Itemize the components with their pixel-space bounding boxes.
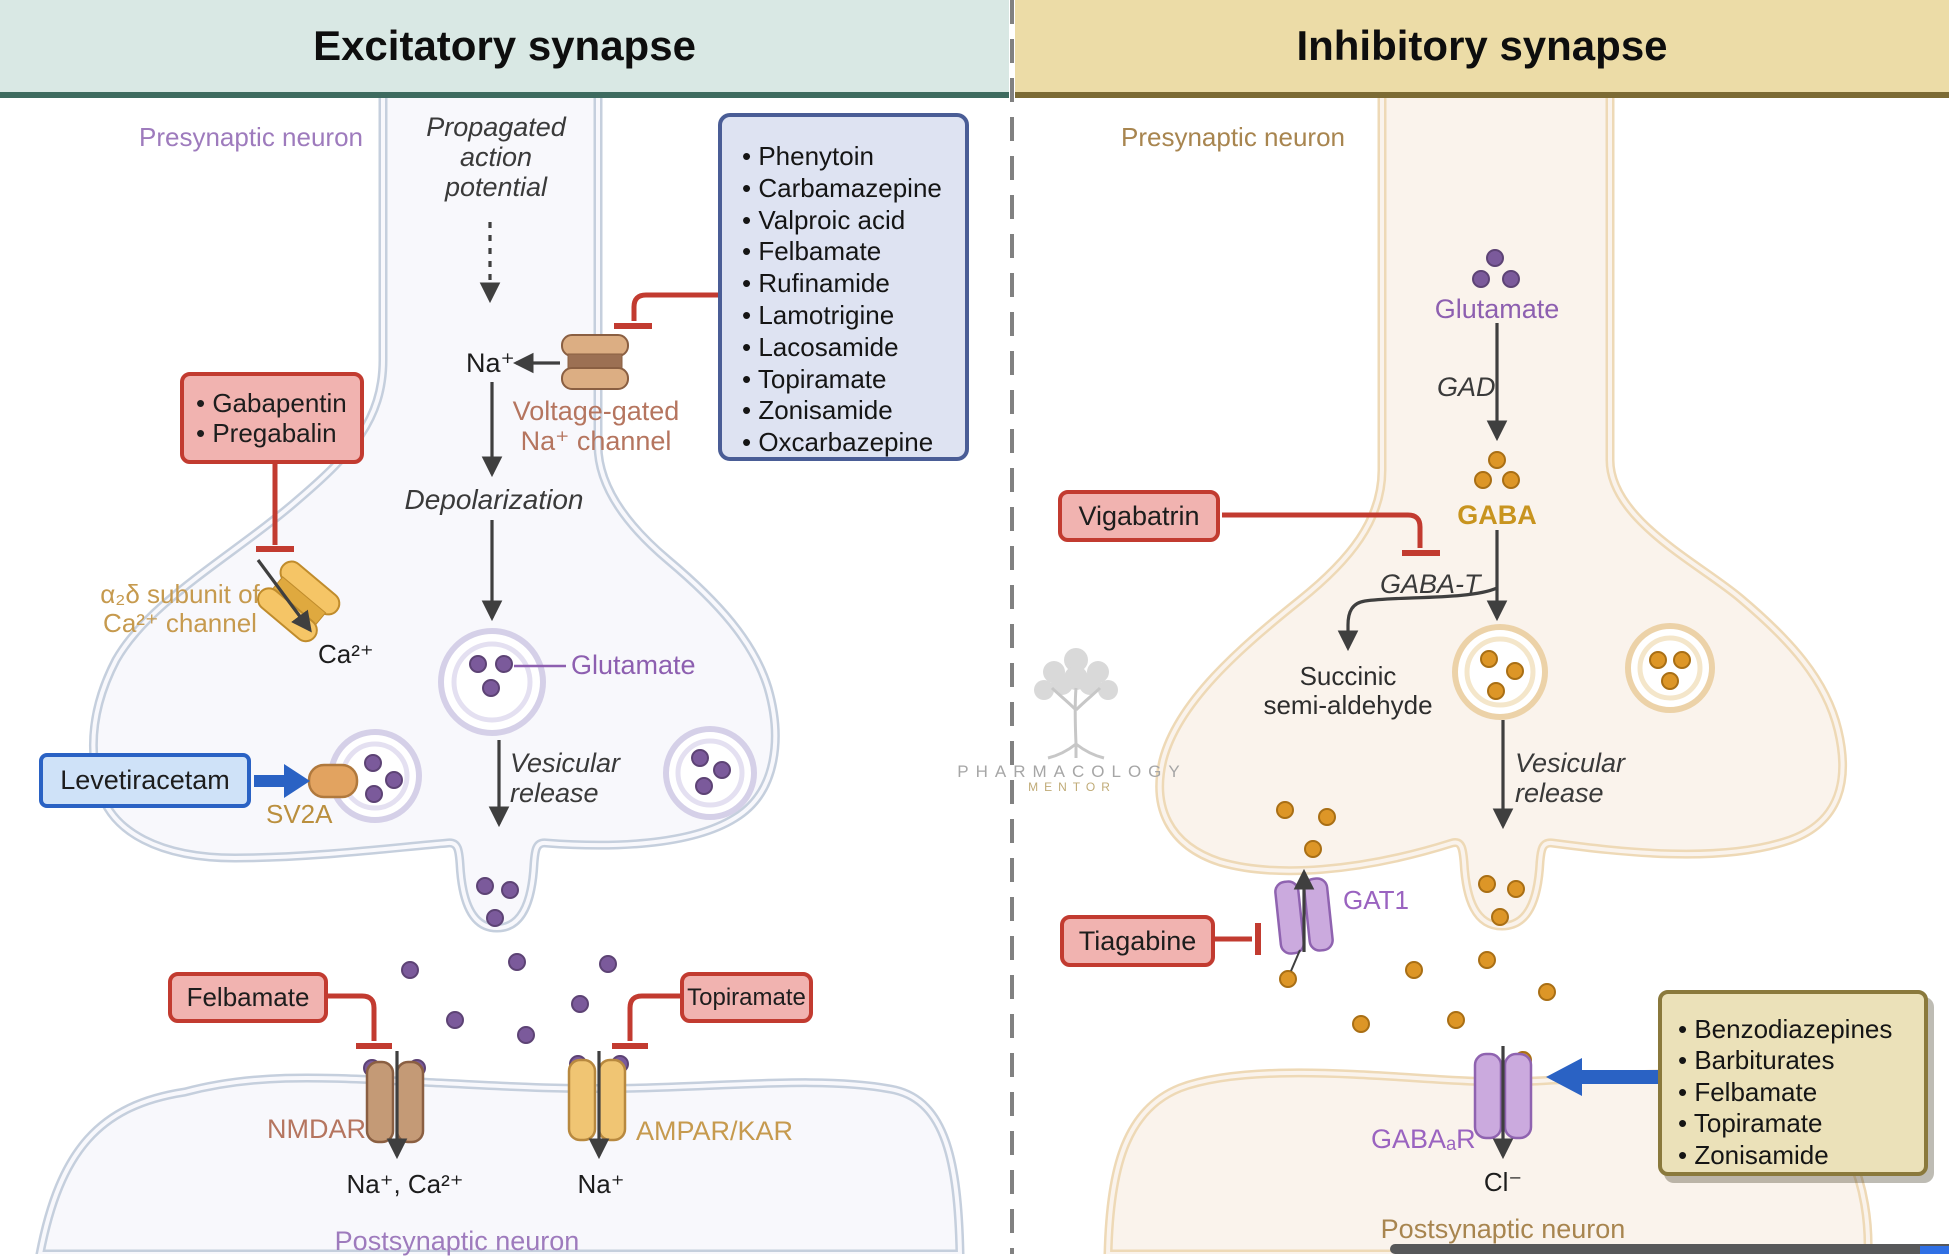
inhibitory-header: Inhibitory synapse (1015, 0, 1949, 98)
left-arrows (256, 222, 610, 1160)
right-inhibition-connectors (1215, 512, 1440, 955)
left-postsynaptic-label: Postsynaptic neuron (334, 1226, 580, 1256)
list-item: Felbamate (742, 236, 965, 268)
inhibitory-title: Inhibitory synapse (1296, 22, 1668, 69)
sv2a-icon (307, 763, 359, 799)
gabaa-enhancer-arrow (1546, 1058, 1658, 1096)
list-item: Rufinamide (742, 268, 965, 300)
ampar-kar-icon (567, 1058, 627, 1142)
list-item: Topiramate (742, 364, 965, 396)
left-vesicular-release-label: Vesicular release (510, 748, 621, 809)
list-item: Gabapentin (196, 388, 346, 418)
nmdar-label: NMDAR (267, 1114, 366, 1144)
gad-label: GAD (1437, 372, 1496, 402)
succinic-label: Succinic semi-aldehyde (1263, 661, 1433, 721)
list-item: Pregabalin (196, 418, 336, 448)
levetiracetam-arrow (254, 764, 310, 798)
tiagabine-box: Tiagabine (1060, 915, 1215, 967)
glutamate-vesicle-right (663, 726, 757, 820)
vigabatrin-box: Vigabatrin (1058, 490, 1220, 542)
left-presynaptic-label: Presynaptic neuron (138, 122, 364, 152)
list-item: Zonisamide (742, 395, 965, 427)
voltage-gated-na-channel-icon (561, 334, 629, 390)
gabaa-enhancers-box: Benzodiazepines Barbiturates Felbamate T… (1658, 990, 1928, 1176)
right-glutamate-dots (1472, 249, 1520, 288)
depolarization-label: Depolarization (404, 484, 584, 515)
watermark-subtext: MENTOR (1028, 780, 1116, 794)
right-postsynaptic-label: Postsynaptic neuron (1380, 1214, 1626, 1244)
ampar-label: AMPAR/KAR (636, 1116, 794, 1146)
bottom-scrollbar-accent[interactable] (1920, 1246, 1949, 1254)
felbamate-box: Felbamate (168, 972, 328, 1023)
gabaar-label: GABAₐR (1371, 1124, 1476, 1154)
right-glutamate-label: Glutamate (1434, 294, 1560, 324)
bottom-scrollbar[interactable] (1390, 1244, 1949, 1254)
ca-ion-label: Ca²⁺ (318, 639, 374, 669)
gaba-label: GABA (1457, 500, 1537, 530)
excitatory-header: Excitatory synapse (0, 0, 1009, 98)
gaba-t-label: GABA-T (1380, 569, 1481, 599)
gabaa-receptor-icon (1473, 1052, 1533, 1140)
right-presynaptic-label: Presynaptic neuron (1120, 122, 1346, 152)
list-item: Lamotrigine (742, 300, 965, 332)
glutamate-label: Glutamate (571, 650, 696, 680)
na-ca-ions-label: Na⁺, Ca²⁺ (346, 1169, 464, 1199)
watermark-text: PHARMACOLOGY (957, 762, 1187, 781)
levetiracetam-box: Levetiracetam (39, 753, 251, 808)
gat1-icon (1274, 877, 1334, 955)
nmdar-icon (365, 1060, 425, 1144)
list-item: Lacosamide (742, 332, 965, 364)
sodium-blockers-box: Phenytoin Carbamazepine Valproic acid Fe… (718, 113, 969, 461)
propagated-ap-label: Propagated action potential (426, 112, 566, 203)
voltage-gated-label: Voltage-gated Na⁺ channel (512, 396, 680, 457)
topiramate-box: Topiramate (680, 972, 813, 1023)
a2d-subunit-label: α₂δ subunit of Ca²⁺ channel (100, 579, 260, 639)
right-presynaptic-membrane (1155, 87, 1848, 931)
list-item: Zonisamide (1678, 1140, 1924, 1171)
list-item: Oxcarbazepine (742, 427, 965, 459)
ca-channel-drugs-box: Gabapentin Pregabalin (180, 372, 364, 464)
left-postsynaptic-membrane (35, 1073, 965, 1254)
list-item: Topiramate (1678, 1108, 1924, 1139)
gaba-vesicle-main (1452, 624, 1548, 720)
gat1-label: GAT1 (1343, 885, 1409, 915)
list-item: Phenytoin (742, 141, 965, 173)
glutamate-vesicle-sv2a (328, 729, 422, 823)
list-item: Benzodiazepines (1678, 1014, 1924, 1045)
right-vesicular-release-label: Vesicular release (1515, 748, 1626, 809)
left-inhibition-connectors (256, 292, 718, 1049)
left-presynaptic-membrane (88, 87, 780, 933)
na-ion2-label: Na⁺ (577, 1169, 625, 1199)
cl-ion-label: Cl⁻ (1483, 1167, 1523, 1197)
right-arrows (1290, 323, 1514, 1160)
watermark-tree-icon (1034, 648, 1118, 760)
gaba-vesicle-right (1625, 623, 1715, 713)
list-item: Felbamate (1678, 1077, 1924, 1108)
sv2a-label: SV2A (266, 799, 333, 829)
list-item: Valproic acid (742, 205, 965, 237)
list-item: Barbiturates (1678, 1045, 1924, 1076)
na-ion-label: Na⁺ (466, 348, 515, 378)
list-item: Carbamazepine (742, 173, 965, 205)
excitatory-title: Excitatory synapse (313, 22, 696, 69)
